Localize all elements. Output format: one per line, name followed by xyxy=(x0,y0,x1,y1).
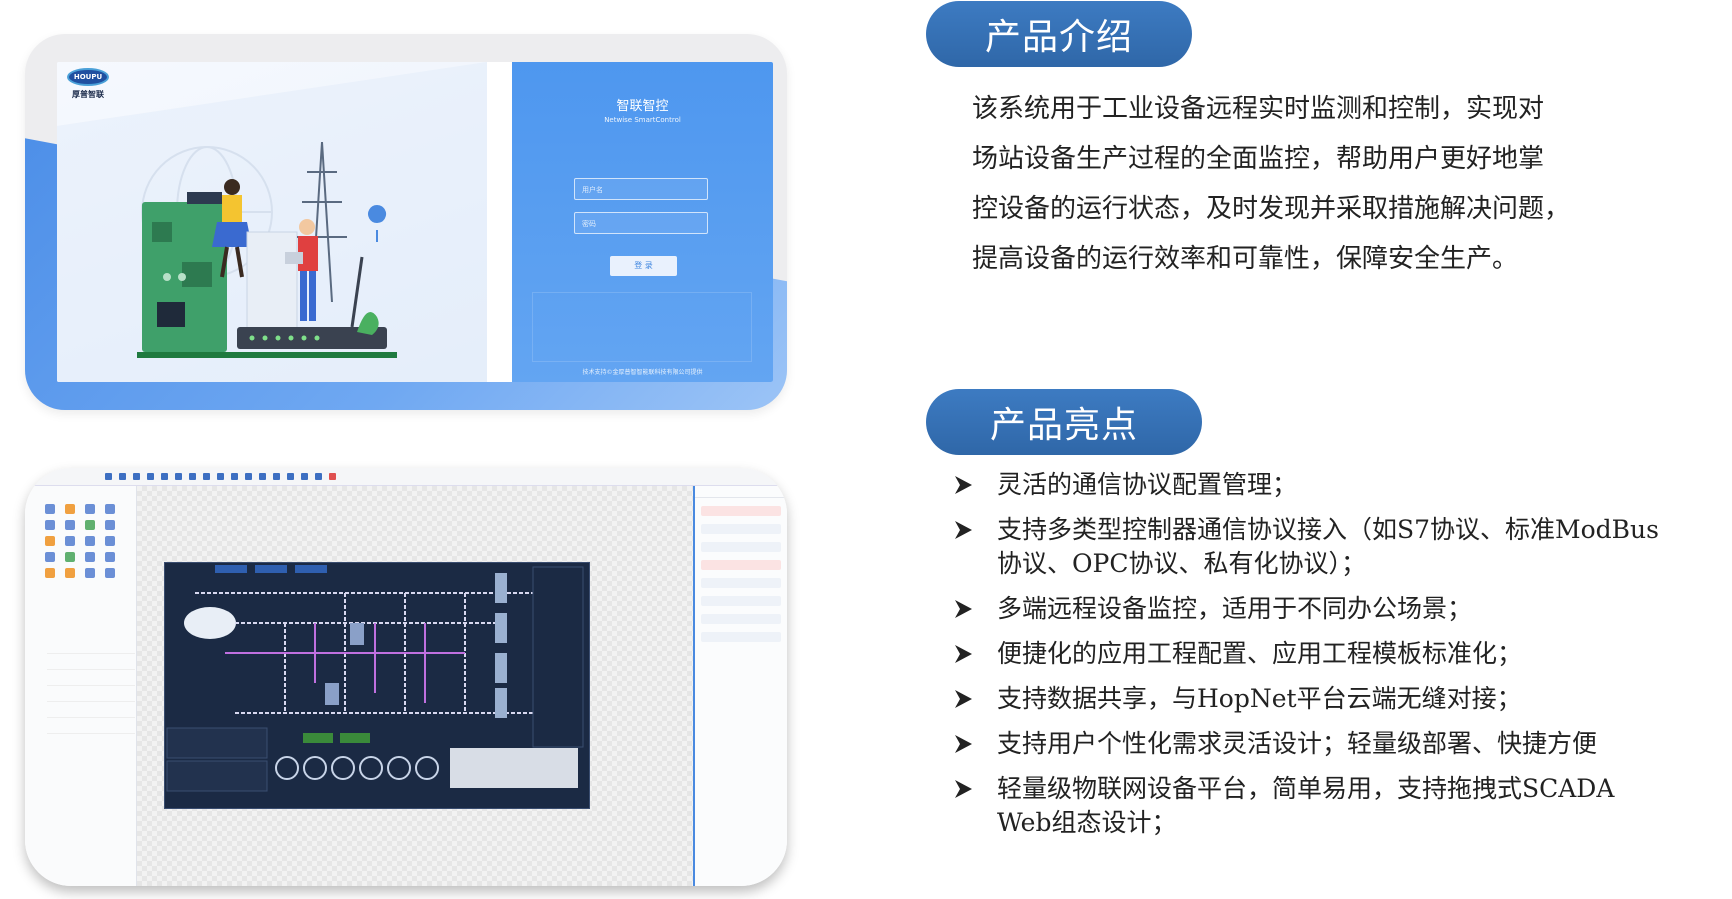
component-icon[interactable] xyxy=(85,520,95,530)
component-icon[interactable] xyxy=(65,520,75,530)
highlight-item: 便捷化的应用工程配置、应用工程模板标准化； xyxy=(952,637,1712,671)
intro-line: 场站设备生产过程的全面监控，帮助用户更好地掌 xyxy=(972,144,1545,174)
property-row[interactable] xyxy=(701,560,781,570)
component-grid xyxy=(45,504,123,578)
login-subtitle: Netwise SmartControl xyxy=(604,116,681,124)
component-icon[interactable] xyxy=(45,536,55,546)
arrow-bullet-icon xyxy=(955,735,972,753)
property-row[interactable] xyxy=(701,632,781,642)
property-row[interactable] xyxy=(701,524,781,534)
highlights-list: 灵活的通信协议配置管理； 支持多类型控制器通信协议接入（如S7协议、标准ModB… xyxy=(952,468,1712,851)
component-icon[interactable] xyxy=(85,504,95,514)
palette-category[interactable] xyxy=(47,670,135,686)
component-icon[interactable] xyxy=(105,552,115,562)
palette-category[interactable] xyxy=(47,654,135,670)
login-footer: 技术支持©金厚普智智能联科技有限公司提供 xyxy=(582,369,703,376)
align-icon[interactable] xyxy=(175,473,182,480)
login-title: 智联智控 xyxy=(616,99,669,114)
align-icon[interactable] xyxy=(259,473,266,480)
component-icon[interactable] xyxy=(65,504,75,514)
login-screenshot: HOUPU 厚普智联 xyxy=(25,34,787,410)
component-palette xyxy=(25,486,137,886)
property-row[interactable] xyxy=(701,542,781,552)
delete-icon[interactable] xyxy=(329,473,336,480)
component-icon[interactable] xyxy=(105,504,115,514)
component-icon[interactable] xyxy=(65,536,75,546)
component-icon[interactable] xyxy=(65,552,75,562)
product-intro-text: 该系统用于工业设备远程实时监测和控制，实现对 场站设备生产过程的全面监控，帮助用… xyxy=(972,84,1622,284)
undo-icon[interactable] xyxy=(105,473,112,480)
product-intro-heading: 产品介绍 xyxy=(926,1,1192,67)
arrow-bullet-icon xyxy=(955,780,972,798)
intro-line: 控设备的运行状态，及时发现并采取措施解决问题， xyxy=(972,194,1571,224)
component-icon[interactable] xyxy=(45,504,55,514)
properties-tab[interactable] xyxy=(695,486,787,498)
highlight-item: 轻量级物联网设备平台，简单易用，支持拖拽式SCADA Web组态设计； xyxy=(952,772,1712,840)
editor-toolbar xyxy=(25,468,787,486)
align-icon[interactable] xyxy=(287,473,294,480)
arrow-bullet-icon xyxy=(955,476,972,494)
align-icon[interactable] xyxy=(161,473,168,480)
align-icon[interactable] xyxy=(273,473,280,480)
component-icon[interactable] xyxy=(85,552,95,562)
scada-diagram xyxy=(164,562,590,809)
align-icon[interactable] xyxy=(245,473,252,480)
property-row[interactable] xyxy=(701,614,781,624)
align-icon[interactable] xyxy=(133,473,140,480)
username-field[interactable]: 用户名 xyxy=(574,178,708,200)
highlight-item: 支持多类型控制器通信协议接入（如S7协议、标准ModBus 协议、OPC协议、私… xyxy=(952,513,1712,581)
scada-editor-screenshot xyxy=(25,468,787,886)
highlight-item: 支持数据共享，与HopNet平台云端无缝对接； xyxy=(952,682,1712,716)
intro-line: 该系统用于工业设备远程实时监测和控制，实现对 xyxy=(972,94,1545,124)
component-icon[interactable] xyxy=(45,552,55,562)
palette-category[interactable] xyxy=(47,638,135,654)
align-icon[interactable] xyxy=(147,473,154,480)
component-icon[interactable] xyxy=(45,520,55,530)
property-row[interactable] xyxy=(701,506,781,516)
align-icon[interactable] xyxy=(203,473,210,480)
component-icon[interactable] xyxy=(105,536,115,546)
component-icon[interactable] xyxy=(105,520,115,530)
password-field[interactable]: 密码 xyxy=(574,212,708,234)
product-highlights-heading: 产品亮点 xyxy=(926,389,1202,455)
align-icon[interactable] xyxy=(301,473,308,480)
component-icon[interactable] xyxy=(65,568,75,578)
design-canvas[interactable] xyxy=(137,486,693,886)
palette-category[interactable] xyxy=(47,686,135,702)
align-icon[interactable] xyxy=(315,473,322,480)
highlight-item: 支持用户个性化需求灵活设计；轻量级部署、快捷方便 xyxy=(952,727,1712,761)
component-icon[interactable] xyxy=(45,568,55,578)
align-icon[interactable] xyxy=(217,473,224,480)
redo-icon[interactable] xyxy=(119,473,126,480)
property-row[interactable] xyxy=(701,578,781,588)
component-icon[interactable] xyxy=(85,536,95,546)
highlight-item: 灵活的通信协议配置管理； xyxy=(952,468,1712,502)
houpu-logo: HOUPU 厚普智联 xyxy=(63,68,113,110)
intro-line: 提高设备的运行效率和可靠性，保障安全生产。 xyxy=(972,244,1519,274)
process-diagram xyxy=(166,565,584,792)
login-window: HOUPU 厚普智联 xyxy=(57,62,773,382)
property-row[interactable] xyxy=(701,596,781,606)
arrow-bullet-icon xyxy=(955,521,972,539)
login-panel: 智联智控 Netwise SmartControl 用户名 密码 登 录 技术支… xyxy=(512,62,773,382)
palette-category[interactable] xyxy=(47,718,135,734)
properties-panel xyxy=(693,486,787,886)
align-icon[interactable] xyxy=(189,473,196,480)
align-icon[interactable] xyxy=(231,473,238,480)
arrow-bullet-icon xyxy=(955,600,972,618)
highlight-item: 多端远程设备监控，适用于不同办公场景； xyxy=(952,592,1712,626)
arrow-bullet-icon xyxy=(955,690,972,708)
component-icon[interactable] xyxy=(105,568,115,578)
login-illustration: HOUPU 厚普智联 xyxy=(57,62,487,382)
arrow-bullet-icon xyxy=(955,645,972,663)
login-button[interactable]: 登 录 xyxy=(610,256,677,276)
iot-illustration xyxy=(137,141,397,358)
palette-category[interactable] xyxy=(47,702,135,718)
component-icon[interactable] xyxy=(85,568,95,578)
